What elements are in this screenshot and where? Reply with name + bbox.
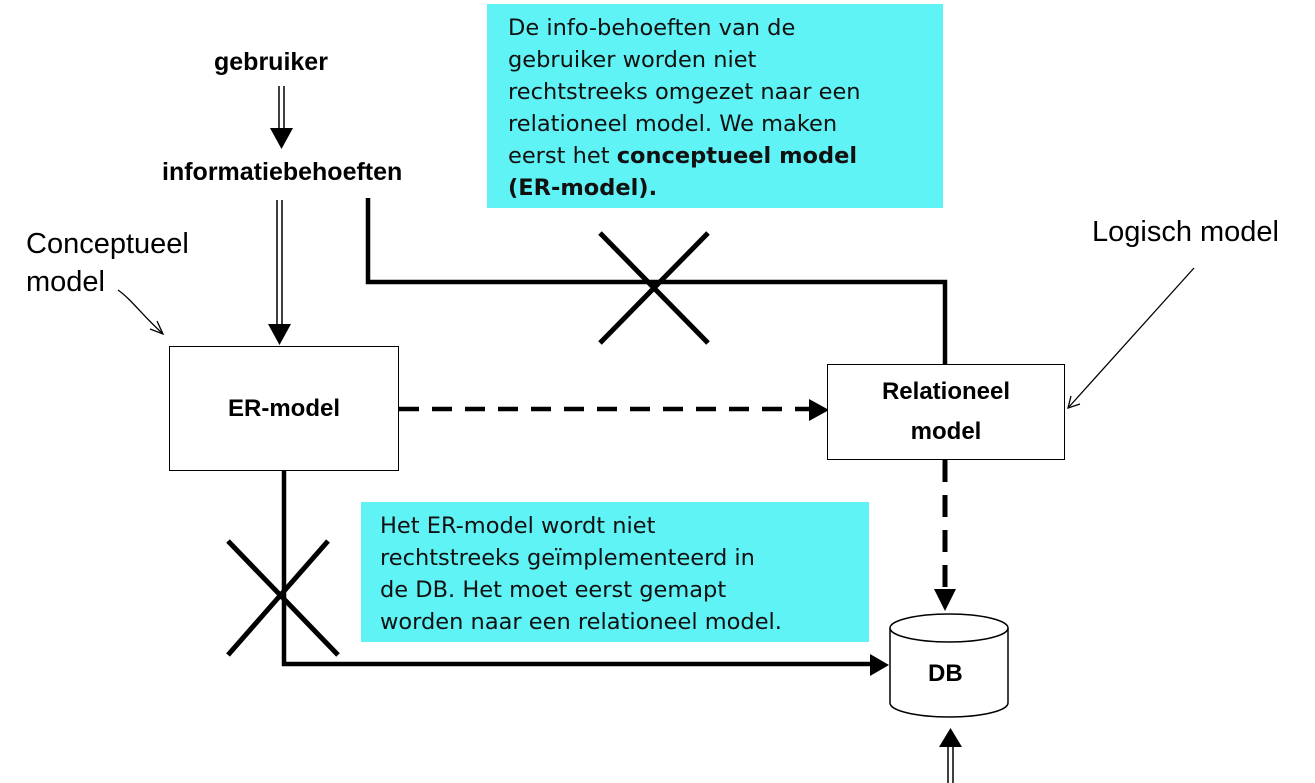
relational-model-label-line2: model bbox=[910, 418, 982, 445]
er-model-label: ER-model bbox=[227, 394, 340, 422]
note-bottom-line: worden naar een relationeel model. bbox=[380, 609, 782, 635]
arrow-info-needs-to-er-model bbox=[268, 200, 291, 345]
note-top-line5-bold: conceptueel model bbox=[616, 143, 858, 169]
note-top-line: De info-behoeften van de bbox=[508, 15, 796, 41]
note-top-line: relationeel model. We maken bbox=[508, 111, 838, 137]
note-top-line6-bold: (ER-model). bbox=[508, 175, 658, 201]
note-top-line: gebruiker worden niet bbox=[508, 47, 757, 73]
dashed-arrow-er-to-relational bbox=[399, 399, 829, 421]
conceptual-model-label-line1: Conceptueel bbox=[26, 228, 189, 260]
note-bottom: Het ER-model wordt niet rechtstreeks geï… bbox=[361, 502, 869, 642]
note-bottom-line: rechtstreeks geïmplementeerd in bbox=[380, 545, 755, 571]
arrow-user-to-info-needs bbox=[270, 86, 293, 149]
pointer-logical bbox=[1067, 267, 1195, 409]
relational-model-label-line1: Relationeel bbox=[881, 378, 1011, 405]
dashed-arrow-relational-to-db bbox=[934, 460, 956, 611]
cross-mark-bottom bbox=[226, 539, 340, 657]
db-label: DB bbox=[928, 660, 963, 687]
er-model-box: ER-model bbox=[169, 346, 399, 471]
pointer-conceptual bbox=[117, 289, 163, 334]
note-top-line: rechtstreeks omgezet naar een bbox=[508, 79, 861, 105]
forbidden-path-info-to-relational bbox=[365, 198, 948, 364]
pointer-logical-head bbox=[1067, 395, 1081, 409]
conceptual-model-label-line2: model bbox=[26, 266, 105, 298]
note-top: De info-behoeften van de gebruiker worde… bbox=[487, 4, 943, 208]
cross-mark-top bbox=[598, 231, 710, 345]
forbidden-path-er-to-db bbox=[281, 471, 889, 676]
db-cylinder bbox=[889, 613, 1009, 718]
user-label: gebruiker bbox=[214, 48, 328, 76]
relational-model-box: Relationeel model bbox=[827, 364, 1065, 460]
info-needs-label: informatiebehoeften bbox=[162, 158, 403, 186]
note-top-line: eerst het conceptueel model bbox=[508, 140, 943, 172]
logical-model-label: Logisch model bbox=[1092, 216, 1279, 248]
note-top-line5-prefix: eerst het bbox=[508, 143, 617, 169]
pointer-conceptual-head bbox=[149, 320, 165, 336]
arrow-into-db bbox=[939, 728, 962, 783]
note-bottom-line: Het ER-model wordt niet bbox=[380, 513, 656, 539]
note-bottom-line: de DB. Het moet eerst gemapt bbox=[380, 577, 727, 603]
